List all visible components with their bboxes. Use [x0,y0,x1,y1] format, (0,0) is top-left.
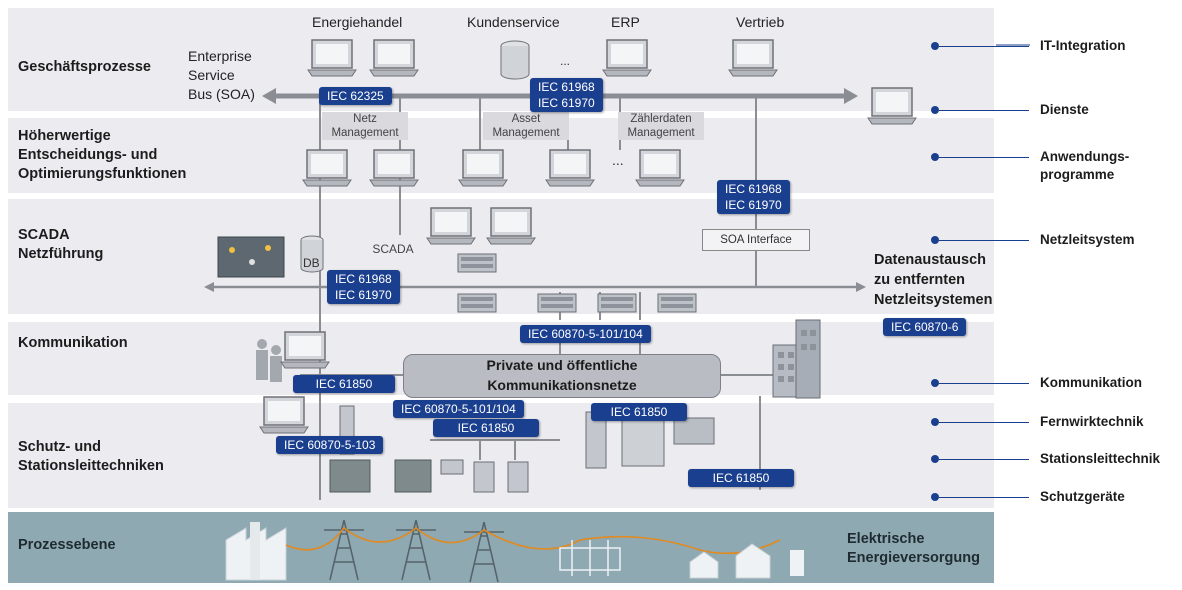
legend-netzleitsystem: Netzleitsystem [1040,232,1135,247]
tag-line: Management [331,127,399,139]
remote-line: zu entfernten [874,272,966,288]
system-vertrieb: Vertrieb [736,14,785,30]
layer-label-scada: SCADA Netzführung [18,226,103,264]
legend-dot [931,493,939,501]
tag-line: Netz [353,113,377,125]
legend-line [939,157,1029,158]
iec-line: IEC 61970 [725,198,782,212]
legend-line [939,459,1029,460]
soa-interface: SOA Interface [702,229,810,251]
label-line: Entscheidungs- und [18,147,158,163]
iec-line: IEC 61968 [538,80,595,94]
system-erp: ERP [611,14,640,30]
iec-badge-remote: IEC 60870-6 [883,318,967,336]
iec-badge-esb: IEC 62325 [319,87,392,105]
tag-line: Zählerdaten [630,113,692,125]
cloud-line: Private und öffentliche [486,357,638,373]
tag-netz-management: Netz Management [322,112,408,140]
legend-dot [931,106,939,114]
legend-line [939,46,1029,47]
legend-line [939,240,1029,241]
legend-line-text: Anwendungs- [1040,149,1130,164]
iec-badge-scada: IEC 61968 IEC 61970 [327,270,400,304]
layer-label-geschaeft: Geschäftsprozesse [18,58,151,77]
legend-dot [931,153,939,161]
system-kundenservice: Kundenservice [467,14,560,30]
layer-label-prozess: Prozessebene [18,537,116,553]
ellipsis-apps: ... [612,152,624,168]
legend-it-integration: IT-Integration [1040,38,1126,53]
tag-line: Management [492,127,560,139]
label-line: Kommunikation [18,335,128,351]
iec-badge-soa: IEC 61968 IEC 61970 [717,180,790,214]
esb-bus-arrow-right [844,88,858,104]
tag-zaehlerdaten-management: Zählerdaten Management [618,112,704,140]
legend-anwendungsprogramme: Anwendungs- programme [1040,148,1129,184]
label-line: Schutz- und [18,439,101,455]
esb-label: Enterprise Service Bus (SOA) [188,47,255,104]
iec-badge-61850-right: IEC 61850 [591,403,687,421]
label-line: Höherwertige [18,128,111,144]
db-label: DB [303,256,320,270]
remote-data-exchange: Datenaustausch zu entfernten Netzleitsys… [874,250,992,310]
legend-dot [931,42,939,50]
legend-line [939,497,1029,498]
layer-label-komm: Kommunikation [18,334,128,353]
legend-dot [931,418,939,426]
legend-schutzgeraete: Schutzgeräte [1040,489,1125,504]
iec-line: IEC 61968 [725,182,782,196]
energy-supply-label: Elektrische Energieversorgung [847,530,980,568]
legend-kommunikation: Kommunikation [1040,375,1143,390]
esb-line: Bus (SOA) [188,86,255,102]
legend-line [939,110,1029,111]
legend-stationsleittechnik: Stationsleittechnik [1040,451,1161,466]
label-line: Stationsleittechniken [18,458,164,474]
legend-line-text: programme [1040,167,1115,182]
iec-line: IEC 61970 [538,96,595,110]
label-line: Netzführung [18,246,104,262]
layer-label-schutz: Schutz- und Stationsleittechniken [18,438,164,476]
iec-line: IEC 61970 [335,288,392,302]
cloud-line: Kommunikationsnetze [487,377,637,393]
legend-dot [931,236,939,244]
esb-line: Enterprise [188,48,252,64]
supply-line: Energieversorgung [847,550,980,566]
iec-badge-schutz: IEC 60870-5-103 [276,436,384,454]
legend-dot [931,379,939,387]
scada-bus-arrow-right [856,282,866,292]
label-line: SCADA [18,227,70,243]
esb-bus-arrow-left [262,88,276,104]
scada-bus-arrow-left [204,282,214,292]
esb-line: Service [188,67,235,83]
iec-badge-61850-protection: IEC 61850 [688,469,794,487]
iec-badge-61850-komm: IEC 61850 [293,375,395,393]
tag-line: Asset [511,113,541,125]
iec-badge-61850-station: IEC 61850 [433,419,539,437]
tag-line: Management [627,127,695,139]
legend-dot [931,455,939,463]
remote-line: Netzleitsystemen [874,292,993,308]
iec-badge-fernwirk: IEC 60870-5-101/104 [393,400,524,418]
iec-line: IEC 61968 [335,272,392,286]
system-energiehandel: Energiehandel [312,14,403,30]
tag-asset-management: Asset Management [483,112,569,140]
iec-badge-komm: IEC 60870-5-101/104 [520,325,651,343]
ellipsis-top: ... [560,54,571,68]
label-line: Geschäftsprozesse [18,59,151,75]
legend-fernwirktechnik: Fernwirktechnik [1040,414,1144,429]
supply-line: Elektrische [847,531,925,547]
legend-dienste: Dienste [1040,102,1089,117]
legend-line [939,383,1029,384]
communication-network: Private und öffentliche Kommunikationsne… [403,354,721,398]
label-line: Optimierungsfunktionen [18,166,187,182]
legend-line [939,422,1029,423]
remote-line: Datenaustausch [874,252,987,268]
layer-band-prozess [8,512,994,583]
tag-scada: SCADA [372,242,414,256]
layer-label-hoeher: Höherwertige Entscheidungs- und Optimier… [18,127,186,184]
iec-badge-bus-61968: IEC 61968 IEC 61970 [530,78,603,112]
